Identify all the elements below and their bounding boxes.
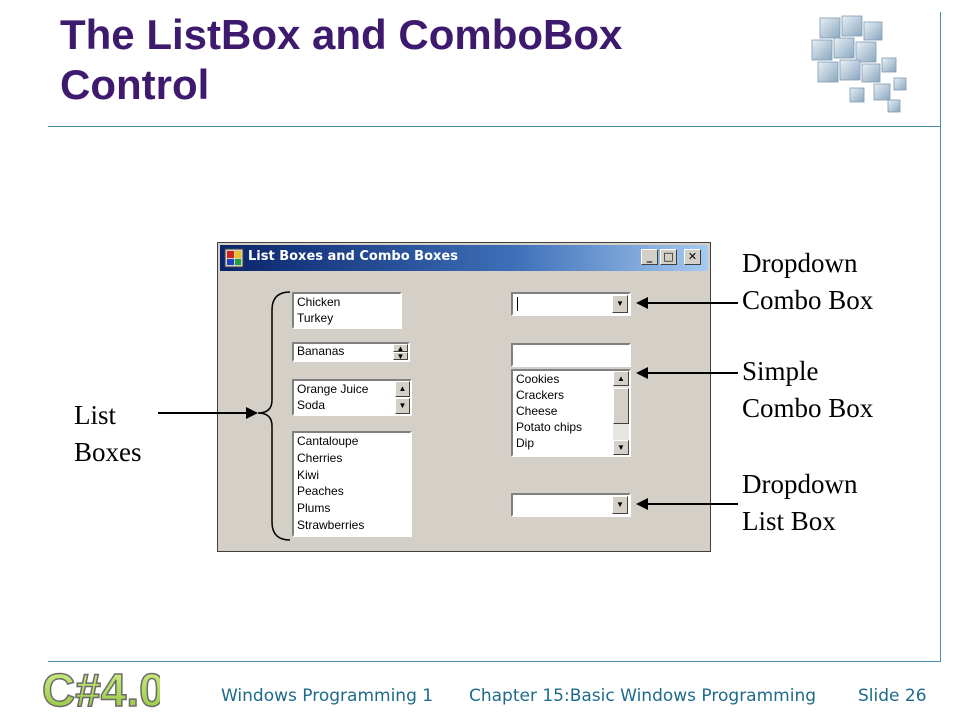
list-item[interactable]: Crackers (516, 388, 565, 402)
slide-title-line1: The ListBox and ComboBox (60, 11, 623, 58)
footer-course: Windows Programming 1 (221, 686, 434, 706)
label-line: List Box (742, 506, 836, 536)
dropdown-combo-box[interactable] (511, 292, 631, 316)
label-line: Combo Box (742, 393, 874, 423)
arrowhead-icon (246, 407, 258, 419)
simple-combo-list[interactable]: Cookies Crackers Cheese Potato chips Dip (511, 369, 631, 457)
listbox-fruit-single[interactable]: Bananas (292, 342, 410, 362)
dropdown-arrow-icon[interactable]: ▼ (612, 496, 628, 514)
list-item[interactable]: Chicken (297, 295, 341, 309)
title-divider (48, 126, 941, 127)
label-line: Boxes (74, 437, 142, 467)
list-item[interactable]: Cherries (297, 450, 343, 465)
list-item[interactable]: Bananas (297, 344, 345, 358)
arrowhead-icon (636, 297, 648, 309)
list-item[interactable]: Strawberries (297, 517, 365, 532)
list-item[interactable]: Potato chips (516, 420, 583, 434)
simple-combo-input[interactable] (511, 343, 631, 367)
footer-slide-number: Slide 26 (858, 686, 927, 706)
label-line: Combo Box (742, 285, 874, 315)
list-item[interactable]: Plums (297, 501, 331, 516)
scrollbar-thumb[interactable] (613, 388, 629, 424)
list-item[interactable]: Peaches (297, 484, 344, 499)
arrowhead-icon (636, 498, 648, 510)
list-item[interactable]: Dip (516, 436, 535, 450)
listbox-meats[interactable]: Chicken Turkey (292, 292, 402, 329)
slide-title-line2: Control (60, 61, 210, 108)
label-dropdown-list: Dropdown List Box (742, 466, 858, 540)
list-item[interactable]: Soda (297, 398, 326, 412)
list-item[interactable]: Turkey (297, 311, 334, 325)
label-line: Dropdown (742, 469, 858, 499)
cubes-logo-icon (811, 15, 907, 113)
list-item[interactable]: Orange Juice (297, 382, 369, 396)
text-caret (517, 297, 518, 311)
window-titlebar[interactable] (220, 245, 708, 271)
label-line: Simple (742, 356, 819, 386)
dropdown-arrow-icon[interactable]: ▼ (612, 295, 628, 313)
brace-icon (257, 291, 291, 541)
listbox-fruits[interactable]: Cantaloupe Cherries Kiwi Peaches Plums S… (292, 431, 412, 537)
scroll-up-button[interactable]: ▲ (613, 371, 629, 386)
minimize-button[interactable]: _ (641, 249, 658, 265)
list-item[interactable]: Cookies (516, 372, 560, 386)
right-border (940, 12, 941, 662)
spin-down-button[interactable]: ▼ (393, 352, 408, 361)
arrowhead-icon (636, 367, 648, 379)
window-title: List Boxes and Combo Boxes (248, 249, 458, 264)
csharp-logo: C#4.0 (41, 664, 160, 716)
maximize-button[interactable]: □ (660, 249, 677, 265)
close-button[interactable]: ✕ (684, 249, 701, 265)
logo-text: C#4.0 (42, 664, 160, 716)
scroll-up-button[interactable]: ▲ (395, 381, 410, 397)
label-simple-combo: Simple Combo Box (742, 353, 873, 427)
app-icon (224, 248, 244, 268)
footer-divider (48, 661, 941, 662)
label-dropdown-combo: Dropdown Combo Box (742, 245, 873, 319)
label-list-boxes: List Boxes (74, 397, 142, 471)
listbox-drinks[interactable]: Orange Juice Soda (292, 379, 412, 416)
list-item[interactable]: Kiwi (297, 467, 320, 482)
label-line: Dropdown (742, 248, 858, 278)
spin-up-button[interactable]: ▲ (393, 344, 408, 353)
list-item[interactable]: Cheese (516, 404, 558, 418)
slide-title: The ListBox and ComboBox Control (60, 10, 760, 110)
scroll-down-button[interactable]: ▼ (613, 440, 629, 455)
label-line: List (74, 400, 117, 430)
list-item[interactable]: Cantaloupe (297, 434, 359, 448)
footer-chapter: Chapter 15:Basic Windows Programming (469, 686, 817, 706)
dropdown-list-box[interactable] (511, 493, 631, 517)
scroll-down-button[interactable]: ▼ (395, 398, 410, 414)
